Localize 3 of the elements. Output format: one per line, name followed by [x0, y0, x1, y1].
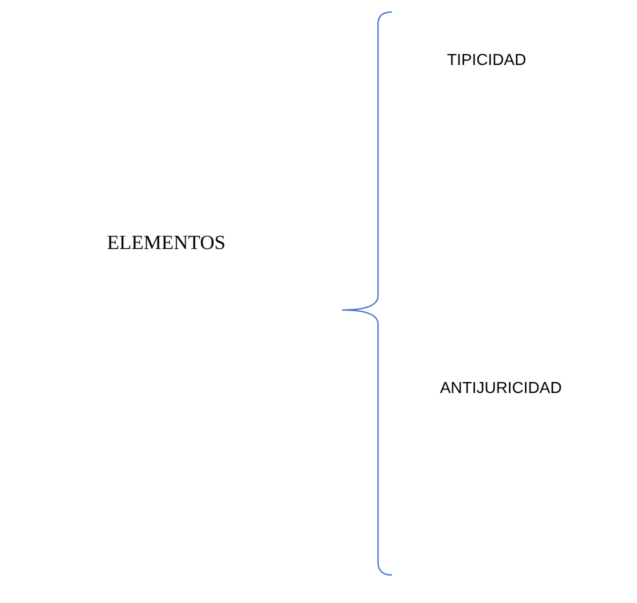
heading-text: ELEMENTOS: [107, 232, 226, 255]
branch-text: TIPICIDAD: [447, 52, 526, 70]
branch-text: ANTIJURICIDAD: [440, 380, 562, 398]
